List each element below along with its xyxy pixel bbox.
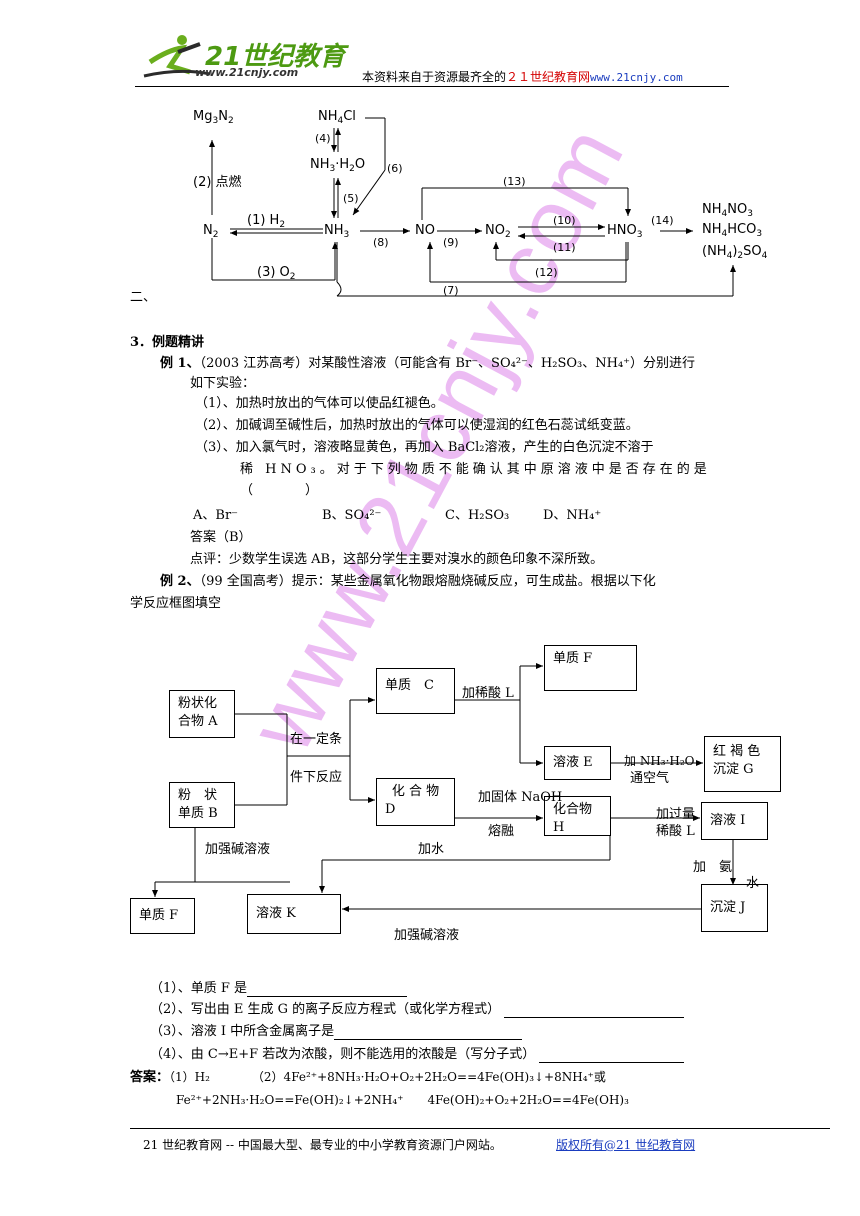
label-condition-2: 件下反应 <box>290 770 343 785</box>
ex1-line2: 如下实验： <box>190 376 256 391</box>
section3-title: 3．例题精讲 <box>130 335 205 350</box>
question-2: （2）、写出由 E 生成 G 的离子反应方程式（或化学方程式） <box>150 1002 685 1018</box>
label-4: (4) <box>315 132 331 145</box>
label-nh3-water: 加 NH₃·H₂O <box>624 754 695 768</box>
logo <box>143 35 211 78</box>
box-precipitate-j: 沉淀 J <box>701 884 768 932</box>
label-7: (7) <box>443 284 459 297</box>
ex1-line1: 例 1、（2003 江苏高考）对某酸性溶液（可能含有 Br⁻、SO₄²⁻、H₂S… <box>160 356 696 371</box>
box-solution-e: 溶液 E <box>544 746 611 780</box>
box-compound-a: 粉状化合物 A <box>169 690 235 738</box>
label-3: (3) O2 <box>257 265 296 282</box>
node-nh42so4: (NH4)2SO4 <box>702 244 768 261</box>
label-12: (12) <box>535 266 558 279</box>
label-ammonia-2: 水 <box>746 876 760 891</box>
nitrogen-diagram: Mg3N2 NH4Cl NH3·H2O N2 NH3 NO NO2 HNO3 N… <box>193 109 768 297</box>
label-5: (5) <box>343 192 359 205</box>
label-11: (11) <box>553 241 576 254</box>
node-hno3: HNO3 <box>607 223 642 240</box>
label-excess-2: 稀酸 L <box>656 824 695 839</box>
label-8: (8) <box>373 236 389 249</box>
footer-text: 21 世纪教育网 -- 中国最大型、最专业的中小学教育资源门户网站。 <box>143 1138 502 1152</box>
label-excess-1: 加过量 <box>656 807 696 822</box>
question-3: （3）、溶液 I 中所含金属离子是 <box>150 1024 523 1040</box>
header-tagline: 本资料来自于资源最齐全的２１世纪教育网www.21cnjy.com <box>362 70 683 84</box>
node-nh3: NH3 <box>324 223 349 240</box>
ex1-item-3: （3）、加入氯气时，溶液略显黄色，再加入 BaCl₂溶液，产生的白色沉淀不溶于 <box>195 440 654 455</box>
box-element-f-bottom: 单质 F <box>130 898 195 934</box>
ex1-comment: 点评：少数学生误选 AB，这部分学生主要对溴水的颜色印象不深所致。 <box>190 552 604 567</box>
ex1-answer: 答案（B） <box>190 530 252 545</box>
box-element-f-top: 单质 F <box>544 645 637 691</box>
node-nh4cl: NH4Cl <box>318 109 356 126</box>
footer-rule <box>130 1128 830 1129</box>
label-strong-base-2: 加强碱溶液 <box>394 928 460 943</box>
label-naoh: 加固体 NaOH <box>478 790 563 805</box>
node-no: NO <box>415 223 435 238</box>
question-4: （4）、由 C→E+F 若改为浓酸，则不能选用的浓酸是（写分子式） <box>150 1047 685 1063</box>
node-nh4no3: NH4NO3 <box>702 202 753 219</box>
label-9: (9) <box>443 236 459 249</box>
node-nh4hco3: NH4HCO3 <box>702 222 762 239</box>
runner-icon <box>143 35 211 78</box>
logo-title: 21世纪教育 <box>205 42 346 72</box>
ex1-item-5: （ ） <box>240 483 319 498</box>
question-1: （1）、单质 F 是 <box>150 981 408 997</box>
ex1-item-4: 稀 HNO₃。对于下列物质不能确认其中原溶液中是否存在的是 <box>240 462 711 477</box>
footer-copyright-link[interactable]: 版权所有@21 世纪教育网 <box>556 1138 696 1152</box>
option-d: D、NH₄⁺ <box>543 508 602 523</box>
ex1-item-2: （2）、加碱调至碱性后，加热时放出的气体可以使湿润的红色石蕊试纸变蓝。 <box>195 418 639 433</box>
node-no2: NO2 <box>485 223 511 240</box>
box-element-b: 粉 状单质 B <box>169 782 235 828</box>
label-melt: 熔融 <box>488 824 515 839</box>
logo-url: www.21cnjy.com <box>195 66 299 79</box>
label-10: (10) <box>553 214 576 227</box>
answers-line1: 答案：（1）H₂ （2）4Fe²⁺+8NH₃·H₂O+O₂+2H₂O==4Fe(… <box>130 1070 606 1085</box>
header-rule <box>135 86 729 87</box>
label-air: 通空气 <box>630 771 670 786</box>
box-precipitate-g: 红 褐 色沉淀 G <box>704 736 781 792</box>
ex1-item-1: （1）、加热时放出的气体可以使品红褪色。 <box>195 396 444 411</box>
box-compound-h: 化合物 H <box>544 796 611 836</box>
box-element-c: 单质 C <box>376 668 455 714</box>
option-b: B、SO₄²⁻ <box>322 508 382 523</box>
option-a: A、Br⁻ <box>193 508 239 523</box>
label-ammonia-1: 加 氨 <box>693 860 733 875</box>
label-strong-base-1: 加强碱溶液 <box>205 842 271 857</box>
label-2: (2) 点燃 <box>193 174 242 190</box>
box-solution-i: 溶液 I <box>701 802 768 840</box>
section-two: 二、 <box>130 290 157 305</box>
label-water: 加水 <box>418 842 445 857</box>
label-13: (13) <box>503 175 526 188</box>
answers-line2: Fe²⁺+2NH₃·H₂O==Fe(OH)₂↓+2NH₄⁺ 4Fe(OH)₂+O… <box>176 1093 629 1107</box>
label-14: (14) <box>651 214 674 227</box>
ex2-line1: 例 2、（99 全国高考）提示：某些金属氧化物跟熔融烧碱反应，可生成盐。根据以下… <box>160 574 656 589</box>
ex2-line2: 学反应框图填空 <box>130 596 222 611</box>
option-c: C、H₂SO₃ <box>445 508 510 523</box>
box-solution-k: 溶液 K <box>247 894 341 934</box>
node-mg3n2: Mg3N2 <box>193 109 234 126</box>
label-acid-l: 加稀酸 L <box>462 686 514 701</box>
label-condition-1: 在一定条 <box>290 732 343 747</box>
label-1: (1) H2 <box>247 213 285 230</box>
label-6: (6) <box>387 162 403 175</box>
